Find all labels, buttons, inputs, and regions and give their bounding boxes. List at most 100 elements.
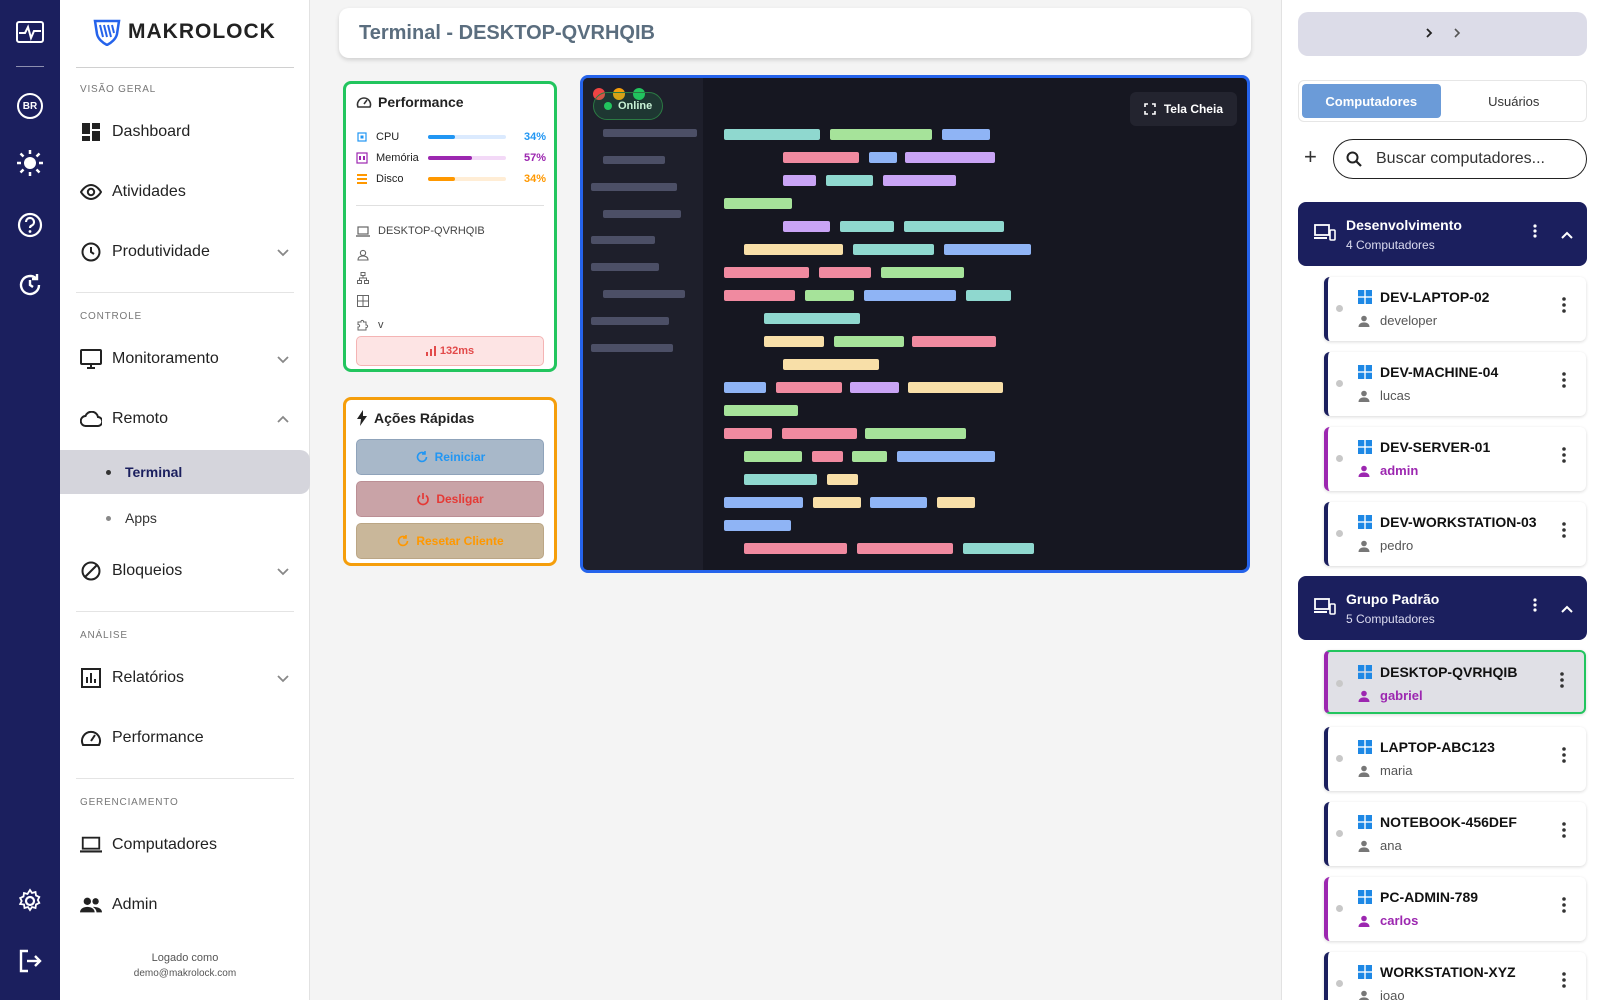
reset-client-button[interactable]: Resetar Cliente — [356, 523, 544, 559]
version-row: v — [356, 318, 546, 332]
minimize-dot[interactable] — [613, 88, 625, 100]
fullscreen-label: Tela Cheia — [1163, 102, 1223, 116]
help-icon[interactable] — [15, 210, 45, 240]
kebab-menu-icon[interactable] — [1533, 598, 1537, 617]
nav-label: Remoto — [112, 410, 169, 427]
file-tree-item — [591, 317, 669, 325]
theme-sun-icon[interactable] — [15, 148, 45, 178]
code-token — [870, 497, 927, 508]
metric-name: Memória — [376, 152, 419, 164]
kebab-menu-icon[interactable] — [1562, 822, 1566, 843]
computer-name: DEV-WORKSTATION-03 — [1380, 514, 1537, 530]
code-token — [783, 221, 830, 232]
kebab-menu-icon[interactable] — [1562, 372, 1566, 393]
file-tree-item — [603, 290, 685, 298]
nav-subitem-terminal[interactable]: Terminal — [60, 450, 310, 494]
code-token — [963, 543, 1034, 554]
laptop-icon — [80, 834, 102, 856]
nav-subitem-apps[interactable]: Apps — [60, 496, 310, 540]
brand-logo[interactable]: MAKROLOCK — [92, 18, 276, 46]
logout-icon[interactable] — [15, 946, 45, 976]
kebab-menu-icon[interactable] — [1560, 672, 1564, 693]
fullscreen-button[interactable]: Tela Cheia — [1129, 92, 1237, 126]
language-button[interactable]: BR — [15, 91, 45, 121]
rail-divider — [16, 66, 44, 67]
clock-icon — [80, 241, 102, 263]
shutdown-button[interactable]: Desligar — [356, 481, 544, 517]
kebab-menu-icon[interactable] — [1562, 972, 1566, 993]
restart-button[interactable]: Reiniciar — [356, 439, 544, 475]
kebab-menu-icon[interactable] — [1562, 447, 1566, 468]
kebab-menu-icon[interactable] — [1562, 522, 1566, 543]
terminal-window[interactable]: Online Tela Cheia — [580, 75, 1250, 573]
windows-icon — [1358, 290, 1372, 309]
code-token — [883, 175, 956, 186]
chevron-up-icon[interactable] — [276, 412, 290, 431]
activity-pulse-icon[interactable] — [15, 17, 45, 47]
nav-item-reports[interactable]: Relatórios — [80, 663, 290, 693]
nav-item-admin[interactable]: Admin — [80, 890, 290, 920]
logged-email: demo@makrolock.com — [133, 968, 237, 979]
code-token — [805, 290, 854, 301]
section-label-overview: VISÃO GERAL — [80, 84, 157, 95]
chevron-down-icon[interactable] — [276, 352, 290, 371]
settings-gear-icon[interactable] — [15, 886, 45, 916]
code-token — [764, 336, 824, 347]
user-icon — [1358, 914, 1370, 932]
code-token — [937, 497, 975, 508]
nav-item-dashboard[interactable]: Dashboard — [80, 117, 290, 147]
nav-item-remote[interactable]: Remoto — [80, 404, 290, 434]
devices-icon — [1314, 598, 1336, 621]
performance-card-header: Performance — [356, 94, 464, 110]
nav-item-performance[interactable]: Performance — [80, 723, 290, 753]
kebab-menu-icon[interactable] — [1533, 224, 1537, 243]
add-computer-button[interactable]: + — [1304, 144, 1317, 169]
panel-nav-bar[interactable] — [1298, 12, 1587, 56]
nav-item-blocks[interactable]: Bloqueios — [80, 556, 290, 586]
chevron-down-icon[interactable] — [276, 671, 290, 690]
users-icon — [80, 894, 102, 916]
code-token — [744, 451, 802, 462]
tab-computers[interactable]: Computadores — [1302, 84, 1441, 118]
hostname-row: DESKTOP-QVRHQIB — [356, 224, 546, 238]
kebab-menu-icon[interactable] — [1562, 297, 1566, 318]
tab-users[interactable]: Usuários — [1444, 84, 1583, 118]
chevron-right-icon[interactable] — [1424, 26, 1434, 42]
nav-item-monitoring[interactable]: Monitoramento — [80, 344, 290, 374]
chevron-right-icon[interactable] — [1452, 26, 1462, 42]
nav-item-computers[interactable]: Computadores — [80, 830, 290, 860]
computers-panel: Computadores Usuários + Desenvolvimento4… — [1281, 0, 1600, 1000]
computer-user: developer — [1380, 313, 1438, 328]
nav-item-productivity[interactable]: Produtividade — [80, 237, 290, 267]
kebab-menu-icon[interactable] — [1562, 897, 1566, 918]
code-token — [783, 175, 816, 186]
search-input[interactable] — [1376, 150, 1566, 168]
history-icon[interactable] — [15, 270, 45, 300]
chevron-up-icon[interactable] — [1561, 600, 1573, 618]
chevron-down-icon[interactable] — [276, 564, 290, 583]
terminal-sidebar — [583, 78, 703, 570]
chevron-up-icon[interactable] — [1561, 226, 1573, 244]
file-tree-item — [603, 156, 665, 164]
maximize-dot[interactable] — [633, 88, 645, 100]
metric-name: Disco — [376, 173, 404, 185]
chevron-down-icon[interactable] — [276, 245, 290, 264]
kebab-menu-icon[interactable] — [1562, 747, 1566, 768]
computer-user: carlos — [1380, 913, 1419, 928]
metric-bar-fill — [428, 177, 455, 181]
nav-item-activities[interactable]: Atividades — [80, 177, 290, 207]
eye-icon — [80, 181, 102, 203]
computer-name: DESKTOP-QVRHQIB — [1380, 664, 1518, 680]
search-box[interactable] — [1333, 139, 1587, 179]
